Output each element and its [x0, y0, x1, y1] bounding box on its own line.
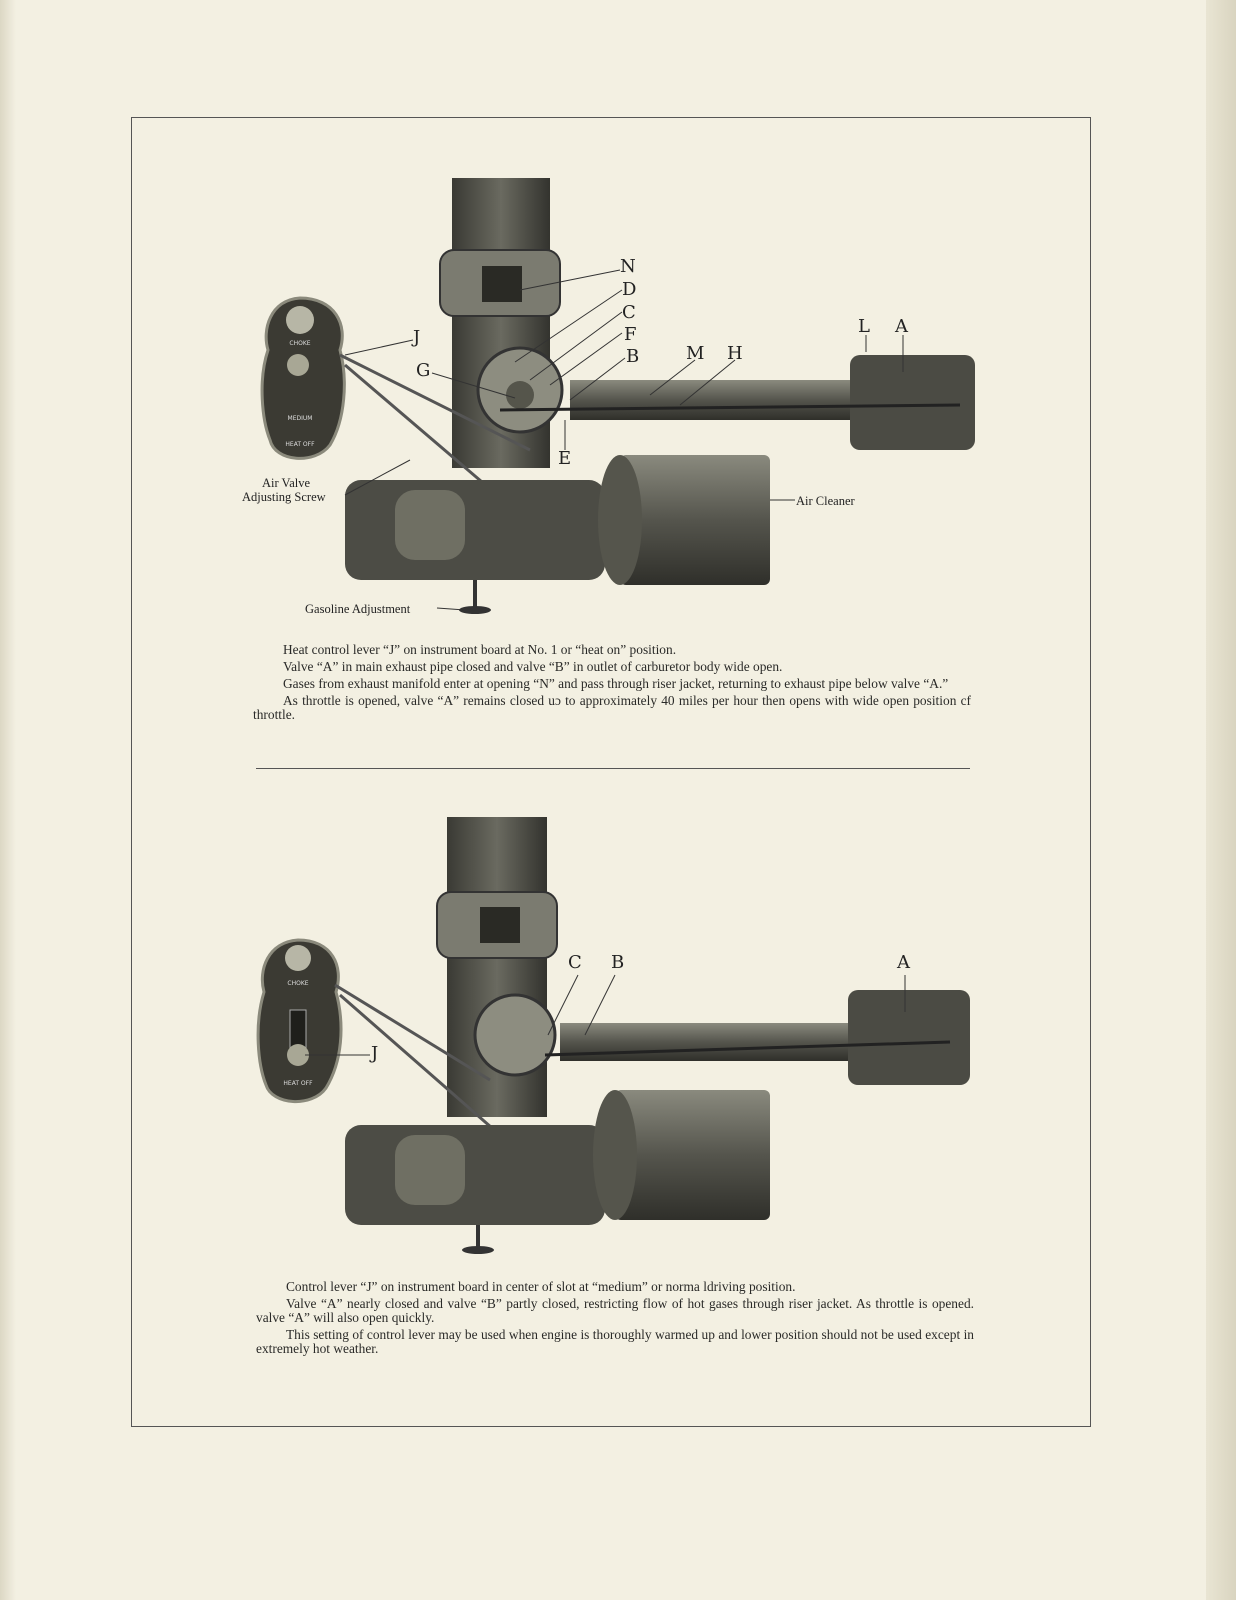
- page-edge-left: [0, 0, 16, 1600]
- caption-paragraph: Control lever “J” on instrument board in…: [286, 1279, 796, 1294]
- carburetor-illustration-heat-on: CHOKE MEDIUM HEAT OFF: [260, 178, 975, 614]
- heat-control-plate: CHOKE MEDIUM HEAT OFF: [260, 296, 346, 460]
- label-B: B: [611, 952, 625, 973]
- caption-paragraph: Valve “A” nearly closed and valve “B” pa…: [256, 1296, 974, 1325]
- label-F: F: [624, 324, 637, 345]
- label-A: A: [897, 952, 910, 973]
- caption-paragraph: Heat control lever “J” on instrument boa…: [283, 642, 677, 657]
- callout-adjusting-screw: Adjusting Screw: [242, 490, 326, 504]
- plate-heat-off-text: HEAT OFF: [285, 441, 315, 448]
- page-frame: [131, 117, 1091, 1427]
- label-L: L: [858, 316, 870, 337]
- svg-text:CHOKE: CHOKE: [289, 340, 310, 347]
- caption-paragraph: Gases from exhaust manifold enter at ope…: [283, 676, 949, 691]
- label-D: D: [622, 279, 637, 300]
- svg-text:MEDIUM: MEDIUM: [288, 415, 313, 422]
- air-cleaner: [598, 455, 770, 585]
- label-N: N: [620, 256, 636, 277]
- leader-lines: [305, 974, 906, 1056]
- label-H: H: [727, 343, 743, 364]
- callout-air-cleaner: Air Cleaner: [796, 494, 855, 508]
- label-A: A: [895, 316, 908, 337]
- page-edge-right: [1206, 0, 1236, 1600]
- label-E: E: [558, 448, 572, 469]
- svg-text:CHOKE: CHOKE: [287, 980, 308, 987]
- label-C: C: [622, 302, 636, 323]
- riser-manifold: [439, 178, 564, 468]
- heat-control-plate: CHOKE HEAT OFF: [256, 938, 343, 1103]
- leader-lines: [344, 269, 904, 611]
- callout-air-valve: Air Valve: [262, 476, 311, 490]
- plate-heat-off-text: HEAT OFF: [283, 1080, 313, 1087]
- label-C: C: [568, 952, 582, 973]
- label-M: M: [686, 343, 705, 364]
- air-cleaner: [593, 1090, 770, 1220]
- caption-paragraph: This setting of control lever may be use…: [256, 1327, 974, 1356]
- caption-paragraph: As throttle is opened, valve “A” remains…: [253, 693, 971, 722]
- label-J: J: [413, 327, 421, 348]
- carburetor-body: [345, 1125, 605, 1254]
- caption-paragraph: Valve “A” in main exhaust pipe closed an…: [283, 659, 783, 674]
- label-G: G: [416, 360, 431, 381]
- caption-heat-on: Heat control lever “J” on instrument boa…: [253, 643, 971, 725]
- caption-medium: Control lever “J” on instrument board in…: [256, 1280, 974, 1359]
- exhaust-pipe: [544, 990, 970, 1085]
- carburetor-illustration-medium: CHOKE HEAT OFF: [256, 817, 970, 1254]
- exhaust-pipe: [499, 355, 975, 450]
- section-divider: [256, 768, 970, 769]
- label-J: J: [371, 1043, 379, 1064]
- carburetor-body: [345, 480, 605, 614]
- label-B: B: [626, 346, 640, 367]
- callout-gasoline-adjustment: Gasoline Adjustment: [305, 602, 411, 616]
- riser-manifold: [436, 817, 558, 1117]
